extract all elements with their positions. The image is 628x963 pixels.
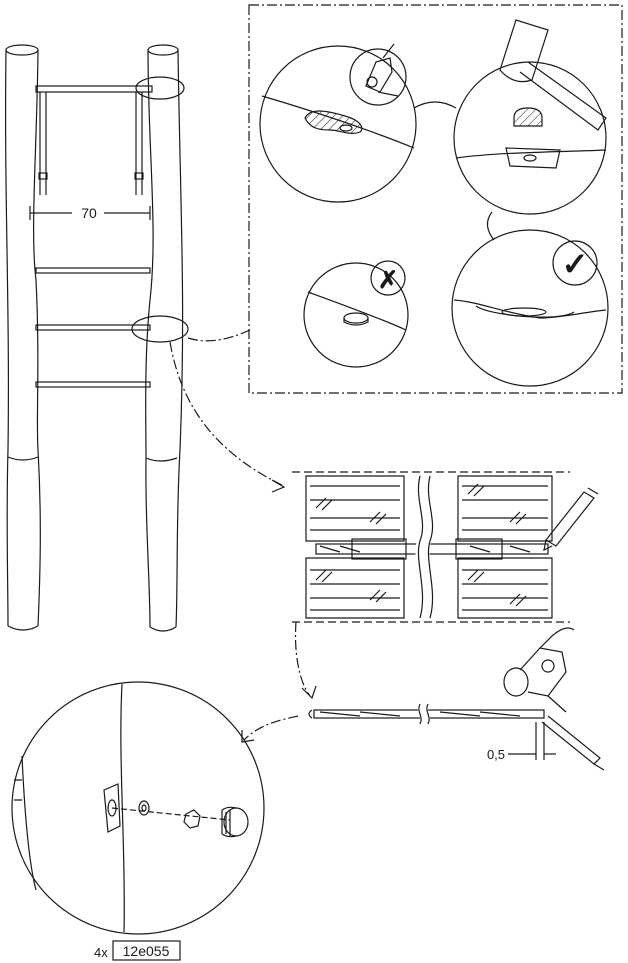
- angle-grinder-icon: [503, 627, 575, 713]
- drill-hole-detail: [259, 43, 417, 203]
- part-label: 4x 12e055: [94, 940, 181, 961]
- ladder-rungs: [35, 267, 151, 388]
- wrong-mark: ✗: [378, 267, 398, 294]
- rung-section-view: [292, 471, 599, 623]
- rail-spacing-dimension: [29, 206, 151, 220]
- middle-callout-ellipse: [131, 315, 189, 343]
- check-mark-icon: [552, 240, 598, 286]
- pencil-icon: [543, 487, 599, 552]
- left-pole: [4, 44, 41, 631]
- pencil-icon-2: [541, 715, 605, 771]
- drill-icon: [365, 43, 399, 97]
- hammer-detail: [453, 19, 607, 215]
- top-bracket: [35, 85, 153, 195]
- end-cap-icon: [221, 806, 249, 838]
- detail-panel: [187, 4, 623, 394]
- part-quantity: 4x: [94, 945, 108, 960]
- correct-fit-detail: [451, 229, 609, 387]
- rod-trim-view: [308, 627, 605, 771]
- top-callout-ellipse: [135, 76, 185, 100]
- wrong-fit-detail: [303, 260, 409, 368]
- end-cap-detail: [11, 681, 265, 935]
- hammer-icon: [499, 19, 607, 131]
- right-wood-block: [457, 475, 553, 619]
- right-mark: ✓: [562, 246, 589, 282]
- rail-spacing-label: 70: [81, 205, 97, 221]
- trim-offset-label: 0,5: [487, 747, 505, 762]
- right-pole: [145, 44, 184, 632]
- part-code: 12e055: [123, 943, 170, 959]
- section-callout-arrow: [169, 341, 283, 486]
- ladder-front-view: [4, 44, 189, 632]
- cross-mark-icon: [370, 260, 406, 296]
- left-wood-block: [305, 475, 405, 619]
